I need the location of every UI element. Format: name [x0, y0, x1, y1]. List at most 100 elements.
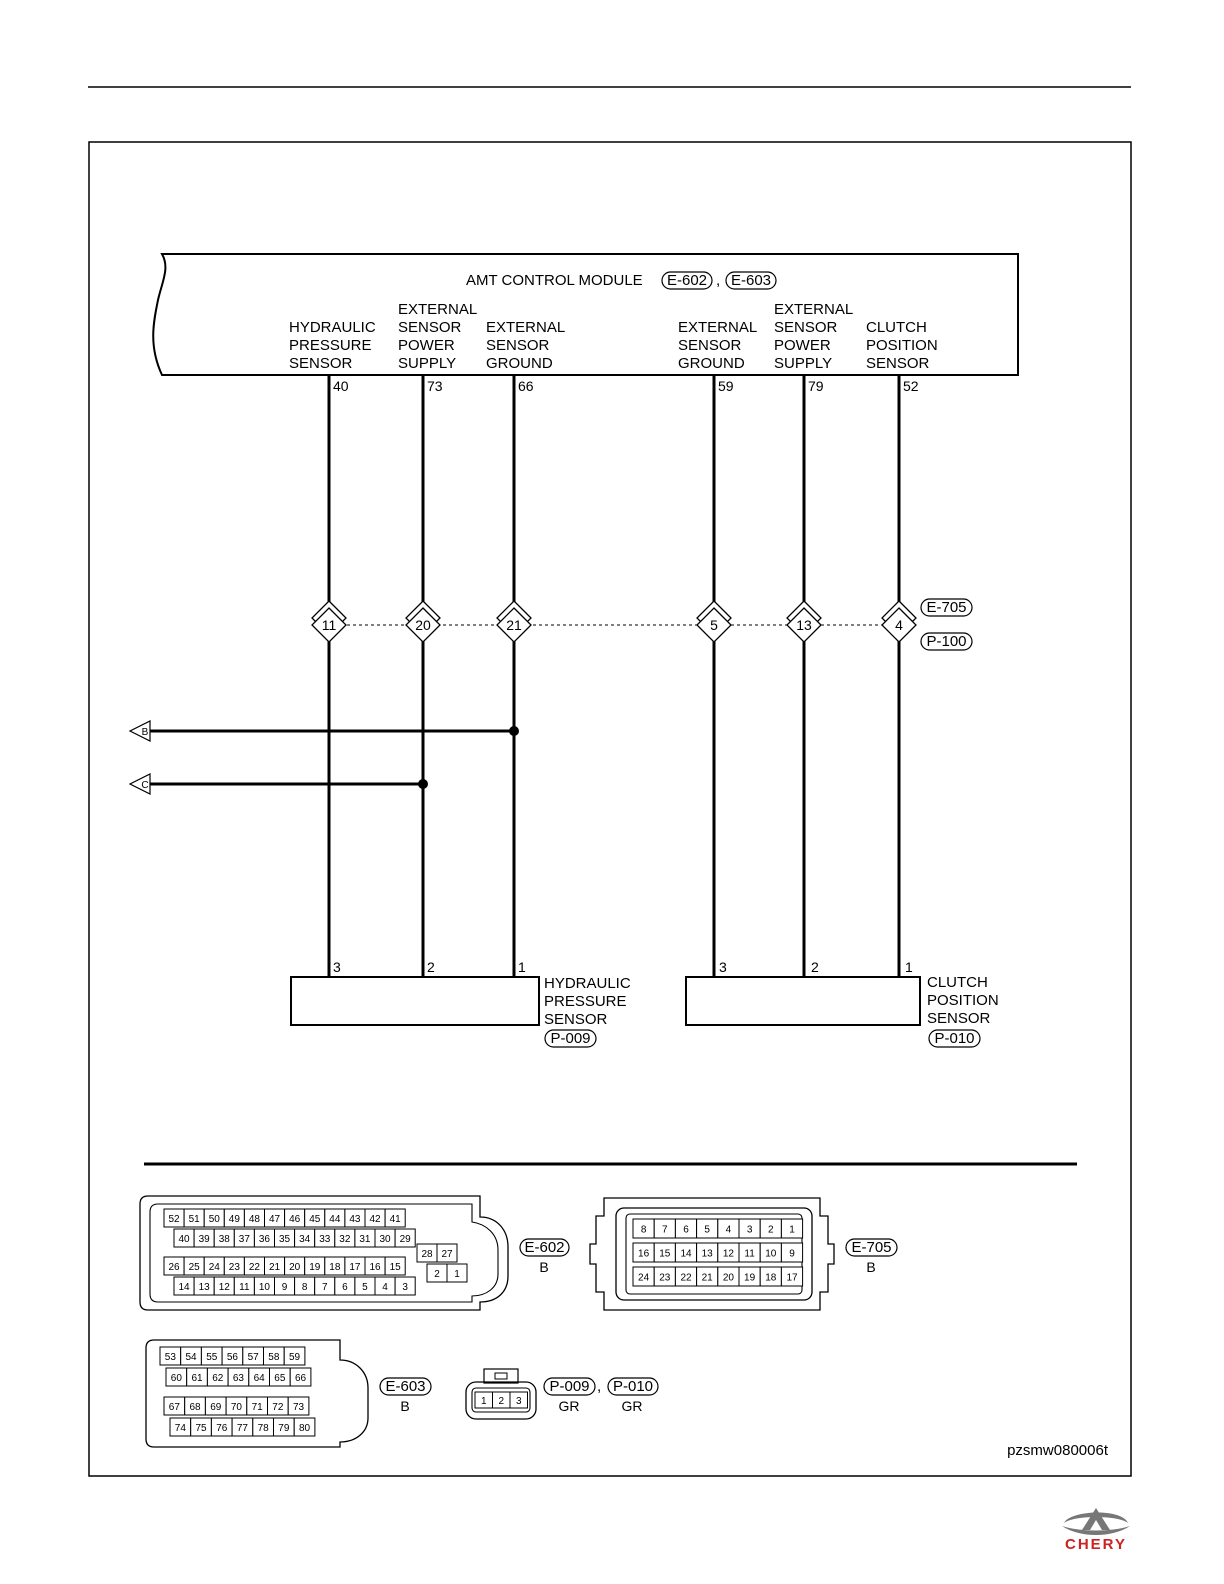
cavity-label-51: 51: [189, 1214, 201, 1225]
cavity-label-56: 56: [227, 1352, 239, 1363]
cavity-label-32: 32: [339, 1234, 351, 1245]
cavity-label-39: 39: [199, 1234, 211, 1245]
cavity-label-15: 15: [390, 1262, 402, 1273]
e602-id[interactable]: E-602: [524, 1239, 564, 1256]
cavity-label-12: 12: [219, 1282, 231, 1293]
cavity-53: 53: [159, 1346, 182, 1366]
cavity-label-20: 20: [289, 1262, 301, 1273]
terminal-40-label-line: HYDRAULIC: [289, 319, 376, 336]
cavity-label-8: 8: [641, 1225, 647, 1236]
cavity-42: 42: [364, 1208, 386, 1228]
e705-id[interactable]: E-705: [851, 1239, 891, 1256]
cavity-23: 23: [653, 1266, 676, 1287]
p010-color: GR: [622, 1398, 643, 1414]
hps-pin-3: 3: [333, 959, 341, 975]
cavity-label-73: 73: [293, 1402, 305, 1413]
branch-c-label: C: [141, 780, 148, 791]
hps-connector[interactable]: P-009: [550, 1030, 590, 1047]
cavity-label-29: 29: [400, 1234, 412, 1245]
cavity-21: 21: [696, 1266, 719, 1287]
chery-logo: CHERY: [1062, 1508, 1130, 1553]
p009-id[interactable]: P-009: [549, 1378, 589, 1395]
p010-id[interactable]: P-010: [613, 1378, 653, 1395]
cavity-50: 50: [203, 1208, 225, 1228]
cavity-label-74: 74: [175, 1423, 187, 1434]
cps-connector[interactable]: P-010: [934, 1030, 974, 1047]
terminal-66-label-line: SENSOR: [486, 337, 550, 354]
cavity-label-65: 65: [274, 1373, 286, 1384]
cavity-63: 63: [227, 1367, 250, 1387]
terminal-59-label-line: GROUND: [678, 355, 745, 372]
module-title-group: AMT CONTROL MODULE E-602 , E-603: [466, 271, 777, 290]
terminal-52-label-line: POSITION: [866, 337, 938, 354]
terminal-73-label-line: POWER: [398, 337, 455, 354]
inline-connector-id-2[interactable]: P-100: [926, 633, 966, 650]
cavity-22: 22: [674, 1266, 698, 1287]
cavity-21: 21: [264, 1256, 286, 1276]
branch-b: B: [128, 720, 519, 742]
cavity-52: 52: [163, 1208, 185, 1228]
hps-name-2: PRESSURE: [544, 993, 627, 1010]
clutch-position-sensor: 3 2 1 CLUTCH POSITION SENSOR P-010: [685, 959, 999, 1048]
e603-id[interactable]: E-603: [385, 1378, 425, 1395]
cavity-1: 1: [780, 1218, 804, 1239]
cavity-7: 7: [314, 1276, 336, 1296]
cavity-25: 25: [183, 1256, 205, 1276]
cavity-label-67: 67: [169, 1402, 181, 1413]
cavity-label-36: 36: [259, 1234, 271, 1245]
terminal-52-label-line: SENSOR: [866, 355, 930, 372]
module-connector-1[interactable]: E-602: [667, 272, 707, 289]
cavity-31: 31: [354, 1228, 376, 1248]
cavity-label-1: 1: [481, 1396, 487, 1407]
terminal-59-label-line: SENSOR: [678, 337, 742, 354]
cps-name-1: CLUTCH: [927, 974, 988, 991]
cavity-label-48: 48: [249, 1214, 261, 1225]
cavity-label-4: 4: [382, 1282, 388, 1293]
cavity-43: 43: [344, 1208, 366, 1228]
cavity-label-46: 46: [289, 1214, 301, 1225]
cavity-64: 64: [248, 1367, 271, 1387]
cavity-label-49: 49: [229, 1214, 241, 1225]
cavity-3: 3: [509, 1391, 528, 1409]
cavity-58: 58: [263, 1346, 285, 1366]
cavity-label-64: 64: [254, 1373, 266, 1384]
cavity-49: 49: [223, 1208, 245, 1228]
e603-color: B: [400, 1398, 409, 1414]
cavity-3: 3: [738, 1218, 761, 1239]
cavity-1: 1: [474, 1391, 493, 1409]
p009-p010-separator: ,: [597, 1378, 601, 1395]
cavity-label-13: 13: [199, 1282, 211, 1293]
cavity-label-14: 14: [178, 1282, 190, 1293]
cavity-label-3: 3: [516, 1396, 522, 1407]
cavity-9: 9: [274, 1276, 296, 1296]
cavity-1: 1: [446, 1263, 468, 1283]
cavity-77: 77: [231, 1417, 254, 1437]
cavity-label-38: 38: [219, 1234, 231, 1245]
cavity-label-18: 18: [329, 1262, 341, 1273]
cavity-label-34: 34: [299, 1234, 311, 1245]
cavity-56: 56: [221, 1346, 244, 1366]
cavity-label-2: 2: [434, 1269, 440, 1280]
cavity-16: 16: [364, 1256, 386, 1276]
terminal-79-label-line: SENSOR: [774, 319, 838, 336]
cavity-label-79: 79: [278, 1423, 290, 1434]
inline-pin-11: 11: [311, 600, 347, 643]
inline-pin-label-13: 13: [796, 617, 812, 633]
inline-pin-20: 20: [405, 600, 441, 643]
module-connector-2[interactable]: E-603: [731, 272, 771, 289]
cavity-55: 55: [200, 1346, 223, 1366]
figure-code: pzsmw080006t: [1007, 1442, 1109, 1459]
cavity-20: 20: [284, 1256, 306, 1276]
cavity-41: 41: [384, 1208, 406, 1228]
inline-connector-id-1[interactable]: E-705: [926, 599, 966, 616]
module-pin-66: 66: [518, 378, 534, 394]
terminal-40-label-line: PRESSURE: [289, 337, 372, 354]
cavity-39: 39: [193, 1228, 215, 1248]
cavity-13: 13: [696, 1242, 719, 1263]
cavity-3: 3: [394, 1276, 416, 1296]
module-connector-separator: ,: [716, 272, 720, 289]
cavity-70: 70: [225, 1396, 248, 1416]
cavity-label-19: 19: [309, 1262, 321, 1273]
